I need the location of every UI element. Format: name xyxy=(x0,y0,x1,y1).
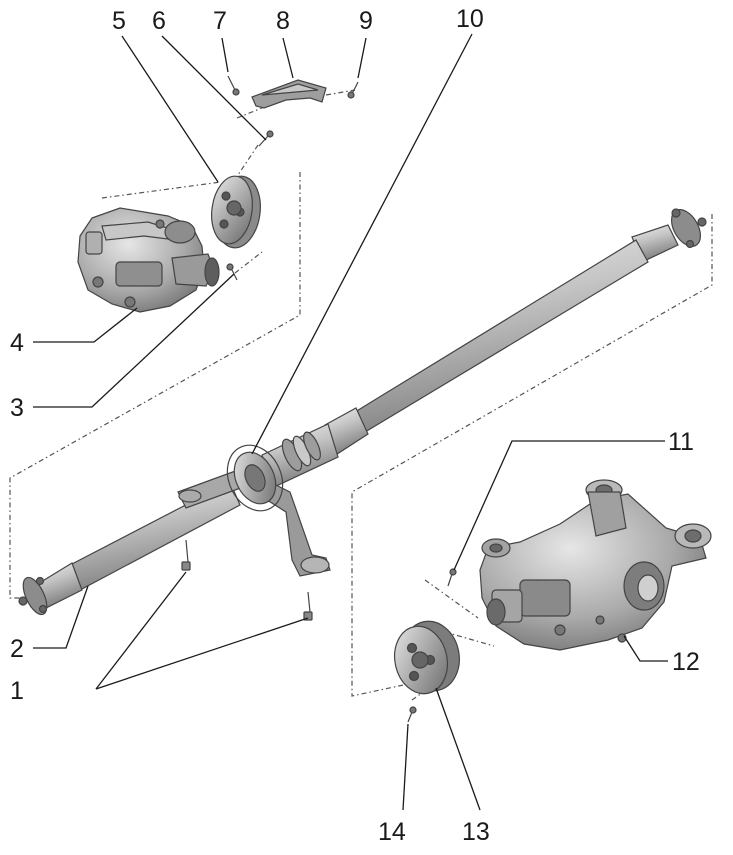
leader-lines xyxy=(33,33,668,811)
callout-12: 12 xyxy=(672,648,700,676)
callout-13: 13 xyxy=(462,818,490,846)
flex-joint-bolt-upper xyxy=(258,130,274,147)
heat-shield-bolt-right xyxy=(347,81,359,99)
rear-flex-joint-bolt xyxy=(407,706,417,723)
callout-3: 3 xyxy=(10,394,24,422)
heat-shield-bolt-left xyxy=(227,75,240,96)
callout-11: 11 xyxy=(668,428,694,456)
callout-9: 9 xyxy=(359,7,373,35)
rear-final-drive xyxy=(479,479,712,651)
center-bearing-bracket-bolt-lower xyxy=(303,591,313,621)
rear-flex-joint xyxy=(394,620,460,695)
center-support-bearing xyxy=(177,444,331,577)
callout-10: 10 xyxy=(456,5,484,33)
callout-7: 7 xyxy=(213,7,227,35)
rear-shaft-flange xyxy=(670,208,707,249)
slip-joint xyxy=(281,431,321,472)
heat-shield xyxy=(251,79,327,109)
callout-5: 5 xyxy=(112,7,126,35)
front-final-drive xyxy=(77,207,220,313)
center-bearing-bracket-bolt-upper xyxy=(181,539,191,571)
callout-6: 6 xyxy=(152,7,166,35)
assembly-guide-lines xyxy=(9,89,713,701)
front-flex-joint xyxy=(211,175,261,249)
callout-4: 4 xyxy=(10,329,24,357)
callout-8: 8 xyxy=(276,7,290,35)
front-shaft-flange xyxy=(18,576,48,616)
rear-final-drive-bolt xyxy=(447,568,457,587)
callout-14: 14 xyxy=(378,818,406,846)
callout-1: 1 xyxy=(10,677,24,705)
callout-numbers: 1 2 3 4 5 6 7 8 9 10 11 12 13 14 xyxy=(10,5,700,846)
callout-2: 2 xyxy=(10,635,24,663)
